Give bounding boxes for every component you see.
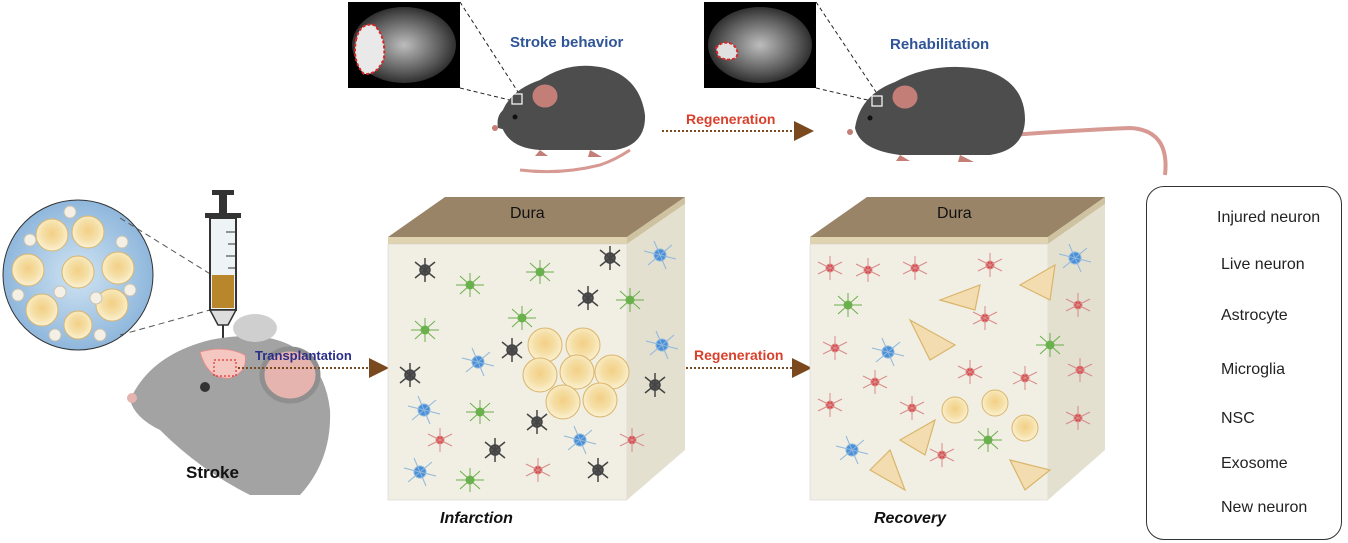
nsc-cluster (11, 215, 135, 340)
stroke-behavior-label: Stroke behavior (510, 34, 624, 51)
legend-injured-neuron: Injured neuron (1217, 209, 1321, 226)
legend-new-neuron: New neuron (1221, 499, 1308, 516)
dura-left-label: Dura (510, 205, 545, 222)
infarction-cube (387, 197, 685, 501)
legend: Injured neuron Live neuron Astrocyte Mic… (1146, 186, 1342, 540)
legend-exosome: Exosome (1221, 455, 1288, 472)
new-neurons-right (869, 263, 1056, 492)
syringe (205, 190, 241, 355)
recovery-label: Recovery (874, 510, 947, 527)
live-neurons-right (817, 253, 1093, 467)
mouse-head (127, 314, 331, 495)
nsc-cells-left (522, 327, 630, 420)
mri-rehab-image (704, 2, 816, 88)
microglia-left (403, 240, 679, 487)
microglia-right (835, 243, 1092, 465)
live-neurons-left (427, 428, 645, 482)
transplantation-label: Transplantation (255, 348, 352, 363)
regeneration-mid-label: Regeneration (694, 347, 784, 363)
injured-neurons-left (399, 246, 666, 482)
stroke-label: Stroke (186, 463, 239, 482)
nsc-exosome-circle (2, 199, 154, 351)
rehabilitation-label: Rehabilitation (890, 36, 990, 53)
dura-right-label: Dura (937, 205, 972, 222)
mouse-rehab (847, 66, 1168, 176)
regeneration-top-label: Regeneration (686, 111, 776, 127)
legend-astrocyte: Astrocyte (1221, 307, 1288, 324)
legend-live-neuron: Live neuron (1221, 256, 1305, 273)
infarction-label: Infarction (440, 510, 513, 527)
legend-nsc: NSC (1221, 410, 1255, 427)
legend-microglia: Microglia (1221, 361, 1286, 378)
mri-stroke-image (348, 2, 460, 88)
nsc-cells-right (941, 389, 1039, 442)
recovery-cube (809, 197, 1105, 501)
astrocytes-right (834, 293, 1064, 452)
mouse-stroke (492, 65, 646, 174)
astrocytes-left (411, 260, 644, 492)
